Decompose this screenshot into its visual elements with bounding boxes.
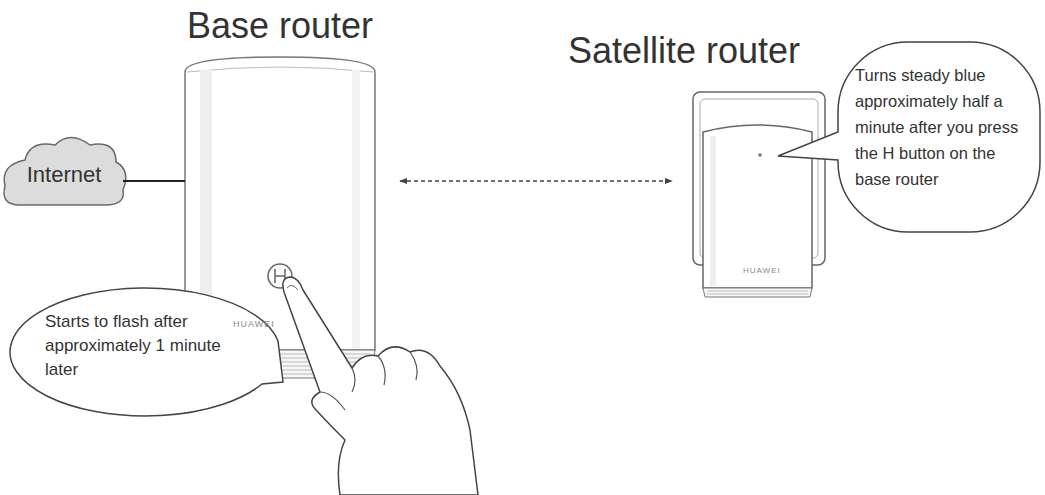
callout-text: Turns steady blue approximately half a m… [855, 62, 1027, 192]
internet-cloud: Internet [10, 156, 118, 194]
internet-cloud [4, 138, 126, 206]
base-router: Base routerHUAWEI [185, 57, 375, 378]
pressing-hand [283, 277, 478, 495]
satellite-router-body [758, 153, 762, 157]
base-router-body [187, 67, 373, 72]
callout-bubble: Starts to flash after approximately 1 mi… [45, 310, 245, 386]
grille-lines [707, 291, 808, 294]
callout-bubble [778, 42, 1040, 232]
pressing-hand [283, 277, 478, 495]
brand-logo: HUAWEI [743, 266, 781, 275]
cable-line [123, 180, 185, 182]
callout-text: Starts to flash after approximately 1 mi… [45, 310, 245, 382]
pressing-hand [320, 352, 417, 410]
pressing-hand [287, 285, 298, 290]
grille-lines [707, 294, 808, 295]
brand-logo: HUAWEI [233, 319, 275, 329]
internet-cloud [4, 138, 126, 206]
router-heading: Base router [187, 5, 373, 47]
callout-bubble: Turns steady blue approximately half a m… [855, 62, 1027, 202]
satellite-router-body [710, 136, 716, 286]
callout-bubble [10, 288, 283, 416]
base-router-body [352, 70, 360, 348]
grille-lines [707, 291, 808, 292]
callout-bubble [10, 42, 1040, 416]
satellite-router: Satellite routerHUAWEI [693, 92, 825, 297]
satellite-router-body [693, 92, 825, 297]
satellite-router-body [703, 288, 812, 297]
router-heading: Satellite router [568, 30, 800, 72]
cloud-label: Internet [10, 156, 118, 194]
wireless-link-arrow [400, 180, 672, 182]
